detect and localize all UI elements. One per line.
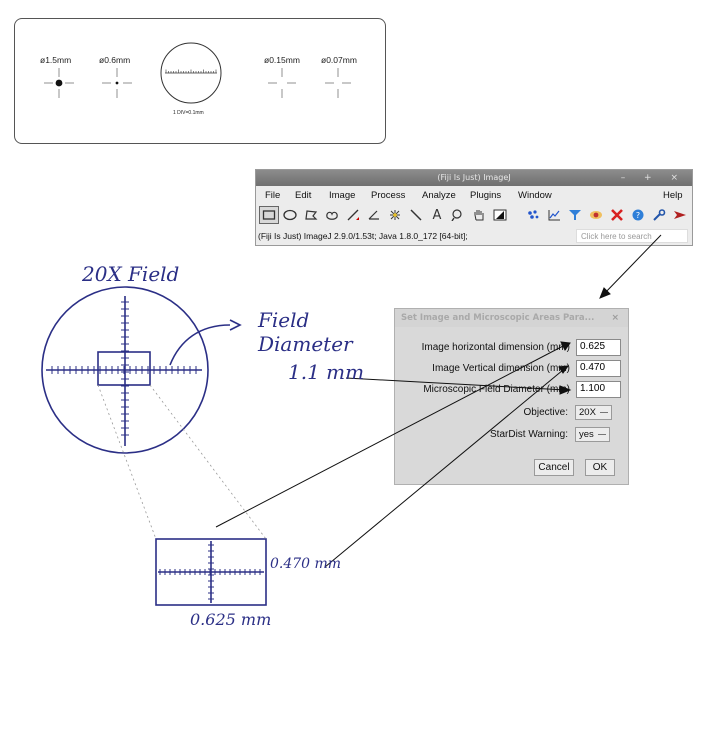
magnifier-icon[interactable]	[448, 206, 468, 224]
objective-label: Objective:	[523, 407, 568, 418]
field-label-diameter: Microscopic Field Diameter (mm)	[423, 384, 570, 395]
objective-select[interactable]: 20X	[575, 405, 612, 420]
oval-icon[interactable]	[280, 206, 300, 224]
reticle-division-label: 1 DIV=0.1mm	[173, 110, 204, 116]
stardist-warning-value: yes	[579, 429, 594, 440]
rectangle-icon[interactable]	[259, 206, 279, 224]
dropdown-arrow-icon	[597, 433, 606, 435]
objective-value: 20X	[579, 407, 596, 418]
calibration-slide	[14, 18, 386, 144]
menu-bar: File Edit Image Process Analyze Plugins …	[256, 186, 692, 204]
cancel-button[interactable]: Cancel	[534, 459, 574, 476]
dot-1-5mm	[55, 79, 63, 87]
ok-button[interactable]: OK	[585, 459, 615, 476]
eye-icon[interactable]	[586, 206, 606, 224]
label-1-5mm: ø1.5mm	[40, 55, 72, 65]
menu-plugins[interactable]: Plugins	[470, 190, 502, 201]
stardist-warning-select[interactable]: yes	[575, 427, 610, 442]
field-label-horizontal: Image horizontal dimension (mm)	[421, 342, 570, 353]
status-text: (Fiji Is Just) ImageJ 2.9.0/1.53t; Java …	[258, 231, 468, 241]
wand-icon[interactable]	[406, 206, 426, 224]
text-icon[interactable]: A	[432, 207, 442, 223]
toolbar: A ?	[256, 204, 692, 226]
angle-icon[interactable]	[364, 206, 384, 224]
status-bar: (Fiji Is Just) ImageJ 2.9.0/1.53t; Java …	[256, 228, 692, 245]
multipoint-icon[interactable]	[385, 206, 405, 224]
label-0-6mm: ø0.6mm	[99, 55, 131, 65]
imagej-title-bar[interactable]: (Fiji Is Just) ImageJ – + ×	[256, 170, 692, 186]
menu-process[interactable]: Process	[371, 190, 406, 201]
dot-0-6mm	[115, 81, 119, 85]
label-0-07mm: ø0.07mm	[321, 55, 357, 65]
height-label: 0.470 mm	[270, 556, 342, 572]
color-picker-icon[interactable]	[490, 206, 510, 224]
horizontal-dimension-input[interactable]: 0.625	[576, 339, 621, 356]
menu-image[interactable]: Image	[329, 190, 356, 201]
field-diameter-input[interactable]: 1.100	[576, 381, 621, 398]
window-controls[interactable]: – + ×	[620, 173, 686, 183]
wrench-icon[interactable]	[649, 206, 669, 224]
filter-icon[interactable]	[565, 206, 585, 224]
menu-analyze[interactable]: Analyze	[422, 190, 456, 201]
reticle-circle	[160, 42, 222, 104]
field-pointer	[169, 324, 231, 366]
field-label-vertical: Image Vertical dimension (mm)	[432, 363, 570, 374]
image-frame-small	[97, 351, 151, 386]
set-areas-dialog: Set Image and Microscopic Areas Para... …	[394, 308, 629, 485]
help-icon[interactable]: ?	[628, 206, 648, 224]
label-0-15mm: ø0.15mm	[264, 55, 300, 65]
menu-file[interactable]: File	[265, 190, 281, 201]
imagej-title: (Fiji Is Just) ImageJ	[437, 173, 511, 182]
imagej-window: (Fiji Is Just) ImageJ – + × File Edit Im…	[255, 169, 693, 246]
hand-icon[interactable]	[469, 206, 489, 224]
image-frame-large	[155, 538, 267, 606]
menu-edit[interactable]: Edit	[295, 190, 312, 201]
field-label-line1: Field	[258, 308, 310, 332]
width-label: 0.625 mm	[190, 610, 272, 629]
search-input[interactable]: Click here to search	[576, 229, 688, 243]
stardist-warning-label: StarDist Warning:	[490, 429, 568, 440]
dialog-title: Set Image and Microscopic Areas Para...	[401, 313, 595, 323]
line-icon[interactable]	[343, 206, 363, 224]
sketch-title: 20X Field	[82, 262, 180, 286]
close-x-icon[interactable]	[607, 206, 627, 224]
menu-window[interactable]: Window	[518, 190, 552, 201]
stardist-icon[interactable]	[523, 206, 543, 224]
svg-text:?: ?	[636, 211, 640, 220]
arrow-more-icon[interactable]	[670, 206, 690, 224]
dialog-close-icon[interactable]: ×	[611, 313, 619, 323]
plot-icon[interactable]	[544, 206, 564, 224]
field-diameter-value: 1.1 mm	[288, 360, 365, 384]
polygon-icon[interactable]	[301, 206, 321, 224]
freehand-icon[interactable]	[322, 206, 342, 224]
field-circle	[41, 286, 209, 454]
menu-help[interactable]: Help	[663, 190, 683, 201]
dropdown-arrow-icon	[599, 411, 608, 413]
vertical-dimension-input[interactable]: 0.470	[576, 360, 621, 377]
field-label-line2: Diameter	[258, 332, 353, 356]
dialog-title-bar[interactable]: Set Image and Microscopic Areas Para... …	[395, 309, 628, 327]
